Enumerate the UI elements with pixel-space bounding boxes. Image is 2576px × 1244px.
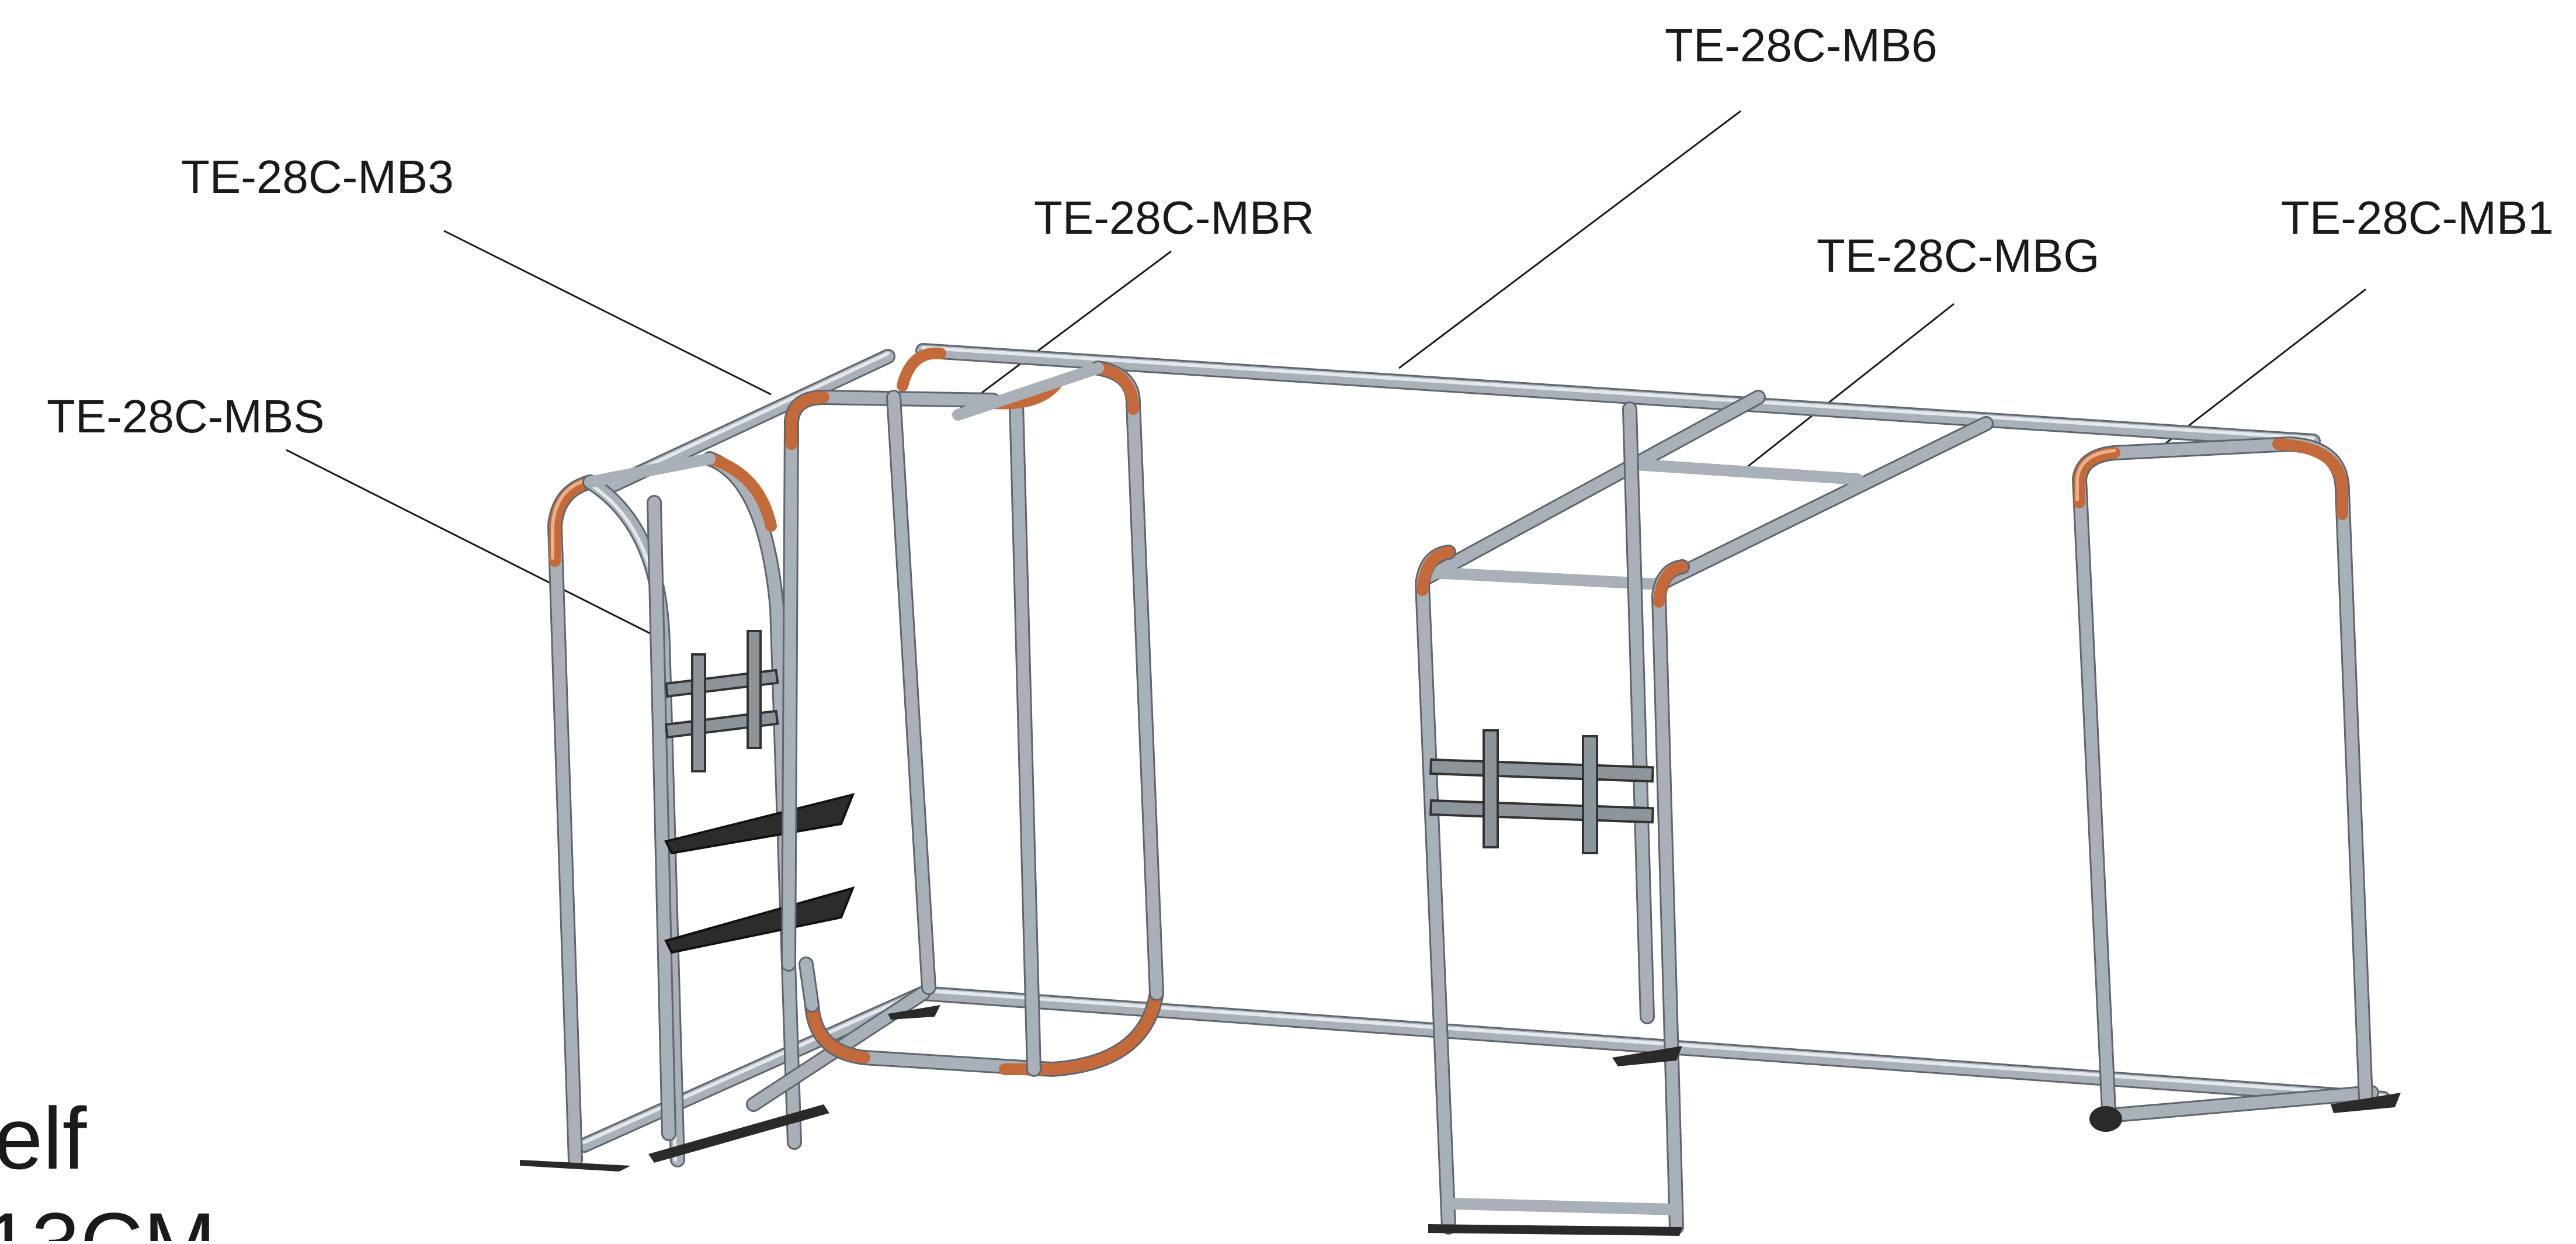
foot-plate (648, 1104, 829, 1163)
label-te-28c-mbr: TE-28C-MBR (1034, 192, 1314, 244)
foot-plate (1428, 1224, 1682, 1236)
shelf-lower (664, 886, 855, 954)
monitor-bracket-left (664, 630, 779, 772)
foot (2089, 1106, 2122, 1132)
leader-lines (286, 110, 2366, 635)
module-mbr-box (781, 347, 1164, 1077)
shelf-upper (664, 793, 855, 855)
leader-mb6 (1398, 110, 1741, 369)
foot (1612, 1046, 1682, 1066)
leader-mb3 (443, 230, 772, 396)
label-te-28c-mb6: TE-28C-MB6 (1665, 19, 1938, 71)
monitor-bracket-right (1429, 729, 1654, 854)
leader-mbg (1746, 303, 1954, 469)
foot (2331, 1093, 2401, 1113)
label-te-28c-mbs: TE-28C-MBS (47, 390, 325, 442)
module-mb1-right-arch (2071, 436, 2401, 1132)
label-te-28c-mb1: TE-28C-MB1 (2281, 192, 2554, 244)
cropped-text-line-2: 13CM (0, 1194, 216, 1241)
foot (520, 1160, 631, 1172)
label-te-28c-mbg: TE-28C-MBG (1817, 230, 2100, 282)
leader-mbs (286, 449, 652, 635)
cropped-text-line-1: elf (0, 1089, 87, 1187)
label-te-28c-mb3: TE-28C-MB3 (181, 151, 454, 203)
foot (888, 1005, 940, 1020)
module-mbg-canopy (1414, 390, 1994, 1236)
leader-mbr (952, 250, 1172, 416)
top-rail-mb6 (606, 343, 2321, 493)
